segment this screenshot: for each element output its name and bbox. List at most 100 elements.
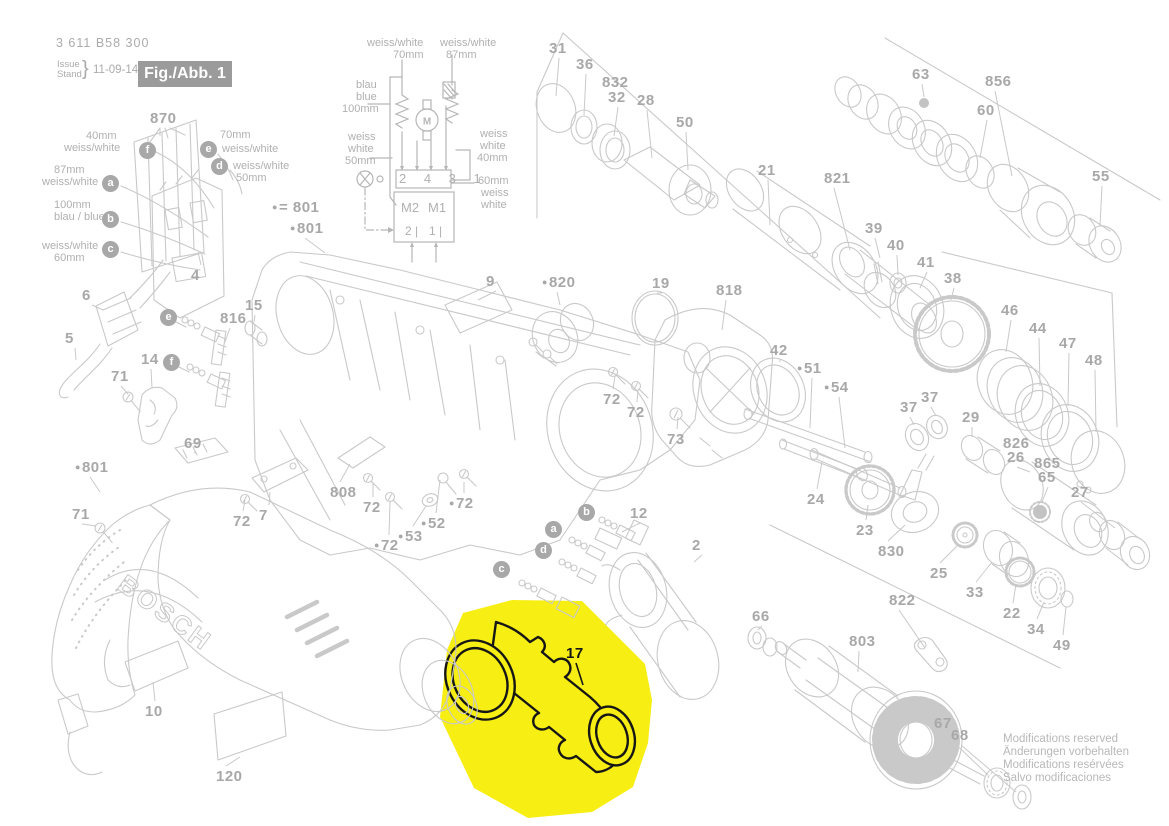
- callout-leader-72: [636, 389, 639, 403]
- part-callout-37: 37: [921, 389, 939, 406]
- part-callout-48: 48: [1085, 352, 1103, 369]
- part-callout-49: 49: [1053, 637, 1071, 654]
- part-callout-52: ●52: [421, 515, 446, 532]
- wire-text-label: 60mm: [54, 252, 85, 264]
- wire-text-label: 40mm: [86, 130, 117, 142]
- wire-text-label: blau / blue: [54, 211, 105, 223]
- part-callout-822: 822: [889, 592, 916, 609]
- wire-letter-badge-b: b: [102, 211, 119, 228]
- main-housing: [251, 251, 701, 561]
- part-callout-72: 72: [603, 391, 621, 408]
- part-callout-19: 19: [652, 275, 670, 292]
- part-callout-55: 55: [1092, 168, 1110, 185]
- wire-text-label: 87mm: [54, 164, 85, 176]
- callout-leader-25: [939, 544, 959, 564]
- part-callout-2: 2: [692, 537, 701, 554]
- part-callout-15: 15: [245, 297, 263, 314]
- callout-leader-lines: [74, 57, 1116, 793]
- figure-label-badge: Fig./Abb. 1: [138, 61, 232, 87]
- wire-text-label: blue: [356, 91, 377, 103]
- wire-text-label: 87mm: [446, 49, 477, 61]
- switch-area: [133, 119, 309, 493]
- part-callout-803: 803: [849, 633, 876, 650]
- part-callout-50: 50: [676, 114, 694, 131]
- callout-leader-2: [693, 554, 703, 563]
- part-callout-6: 6: [82, 287, 91, 304]
- callout-leader-37: [909, 416, 915, 426]
- modifications-note-line: Salvo modificaciones: [1003, 772, 1112, 784]
- part-callout-25: 25: [930, 565, 948, 582]
- part-callout-68: 68: [951, 727, 969, 744]
- wire-text-label: 50mm: [345, 155, 376, 167]
- part-callout-31: 31: [549, 40, 567, 57]
- callout-leader-51: [809, 377, 813, 429]
- callout-leader-26: [1016, 466, 1031, 473]
- terminal-m1-label: M1: [428, 200, 447, 215]
- part-callout-54: ●54: [824, 379, 849, 396]
- callout-leader-820: [556, 291, 561, 306]
- callout-leader-36: [583, 73, 587, 116]
- part-callout-29: 29: [962, 409, 980, 426]
- part-callout-37: 37: [900, 399, 918, 416]
- part-callout-66: 66: [752, 608, 770, 625]
- callout-leader-856: [994, 90, 1013, 177]
- part-callout-5: 5: [65, 330, 74, 347]
- callout-leader-55: [1099, 185, 1103, 227]
- wire-letter-badge-a: a: [545, 521, 562, 538]
- callout-leader-68: [960, 744, 1017, 793]
- callout-leader-27: [1080, 501, 1116, 529]
- wire-text-label: blau: [356, 79, 377, 91]
- part-callout-23: 23: [856, 522, 874, 539]
- modifications-note-line: Modifications reserved: [1003, 733, 1119, 745]
- callout-leader-71: [81, 523, 97, 527]
- part-callout-72: 72: [233, 513, 251, 530]
- issue-brace: }: [82, 58, 89, 80]
- motor-symbol: M: [423, 117, 431, 128]
- wire-text-label: 60mm: [478, 175, 509, 187]
- callout-leader-32: [613, 106, 619, 137]
- stand-label: Stand: [57, 69, 82, 80]
- callout-leader-48: [1094, 369, 1097, 433]
- part-callout-816: 816: [220, 310, 247, 327]
- callout-leader-12: [621, 522, 641, 533]
- callout-leader-6: [91, 304, 104, 311]
- wiring-schematic: [356, 54, 475, 263]
- part-callout-73: 73: [667, 431, 685, 448]
- wire-text-label: 50mm: [236, 172, 267, 184]
- callout-leader-17: [575, 662, 584, 686]
- issue-stand-label: Issue Stand: [57, 60, 82, 80]
- part-callout-26: 26: [1007, 449, 1025, 466]
- part-callout-63: 63: [912, 66, 930, 83]
- callout-dot: ●: [75, 462, 81, 472]
- part-callout-36: 36: [576, 56, 594, 73]
- part-callout-72: ●72: [449, 495, 474, 512]
- callout-leader-72: [388, 501, 391, 536]
- callout-leader-71: [120, 385, 129, 395]
- callout-leader-821: [833, 187, 851, 251]
- part-callout-801: ●801: [75, 459, 109, 476]
- part-callout-9: 9: [486, 273, 495, 290]
- legend-curves: [120, 151, 243, 373]
- callout-leader-120: [225, 756, 241, 767]
- carbon-brushes: [181, 316, 636, 619]
- callout-dot: ●: [824, 382, 830, 392]
- wire-text-label: weiss: [481, 187, 509, 199]
- callout-leader-808: [339, 463, 351, 483]
- wire-text-label: weiss: [348, 131, 376, 143]
- callout-dot: ●: [449, 498, 455, 508]
- wire-letter-badge-d: d: [535, 542, 552, 559]
- callout-leader-50: [685, 131, 689, 171]
- callout-leader-28: [646, 109, 653, 159]
- callout-leader-803: [857, 650, 860, 673]
- part-callout-44: 44: [1029, 320, 1047, 337]
- callout-leader-69: [193, 451, 197, 454]
- terminal-m2-label: M2: [401, 200, 420, 215]
- callout-dot: ●: [542, 277, 548, 287]
- part-callout-21: 21: [758, 162, 776, 179]
- bracket-lines: [536, 32, 1161, 669]
- callout-leader-5: [74, 347, 77, 361]
- wire-letter-badge-e: e: [160, 309, 177, 326]
